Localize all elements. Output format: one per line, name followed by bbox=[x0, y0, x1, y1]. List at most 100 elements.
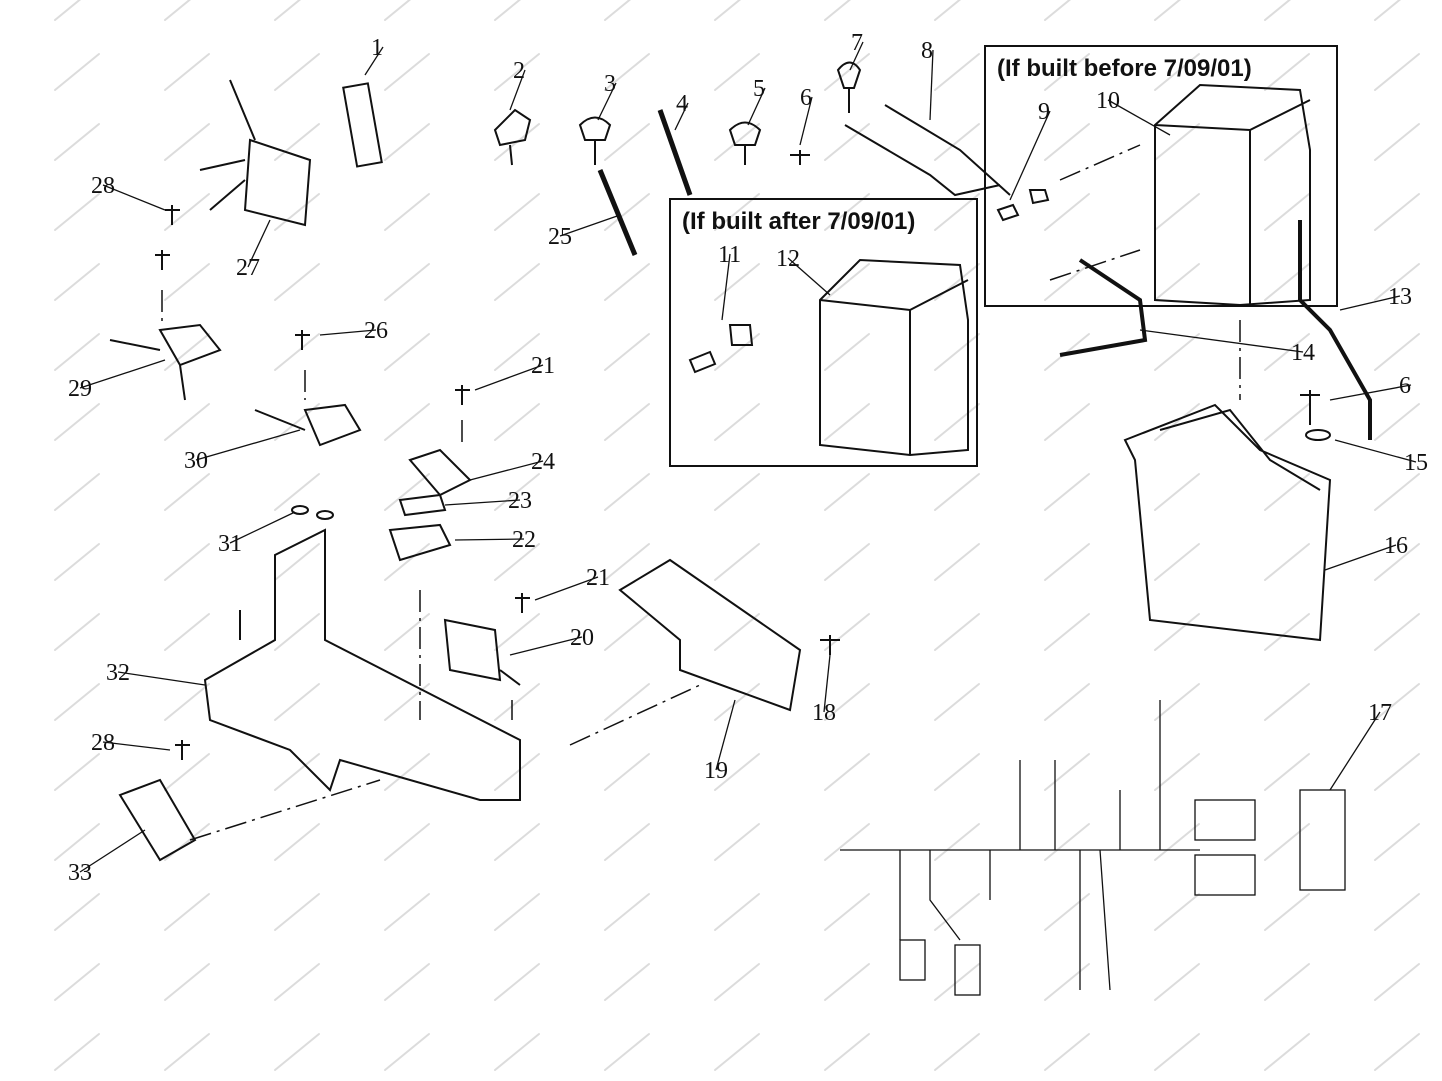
watermark-mark bbox=[1374, 333, 1420, 371]
watermark-mark bbox=[604, 683, 650, 721]
watermark-mark bbox=[164, 53, 210, 91]
callout-number: 16 bbox=[1384, 533, 1408, 559]
watermark-mark bbox=[1374, 193, 1420, 231]
watermark-mark bbox=[54, 1033, 100, 1071]
watermark-mark bbox=[714, 263, 760, 301]
watermark-mark bbox=[934, 543, 980, 581]
watermark-mark bbox=[1374, 893, 1420, 931]
watermark-mark bbox=[1374, 543, 1420, 581]
part-20-solenoid bbox=[443, 618, 521, 686]
callout-number: 4 bbox=[676, 91, 688, 117]
part-3-clamp bbox=[578, 116, 612, 165]
leader-line bbox=[1329, 384, 1412, 401]
watermark-mark bbox=[54, 683, 100, 721]
leader-line bbox=[787, 257, 831, 296]
leader-line bbox=[454, 538, 525, 541]
watermark-mark bbox=[1264, 0, 1292, 21]
leader-line bbox=[674, 102, 689, 131]
watermark-mark bbox=[274, 893, 320, 931]
watermark-mark bbox=[54, 543, 100, 581]
watermark-mark bbox=[1154, 403, 1200, 441]
watermark-mark bbox=[1044, 473, 1090, 511]
watermark-mark bbox=[1264, 753, 1310, 791]
watermark-mark bbox=[714, 823, 760, 861]
watermark-mark bbox=[1154, 613, 1200, 651]
watermark-mark bbox=[164, 0, 192, 21]
part-6-bolt bbox=[790, 150, 810, 165]
watermark-mark bbox=[274, 53, 320, 91]
watermark-mark bbox=[1374, 823, 1420, 861]
callout-number: 26 bbox=[364, 318, 388, 344]
watermark-mark bbox=[54, 963, 100, 1001]
watermark-mark bbox=[1374, 403, 1420, 441]
part-1-label-plate bbox=[342, 82, 383, 168]
watermark-mark bbox=[1264, 543, 1310, 581]
watermark-mark bbox=[934, 753, 980, 791]
watermark-mark bbox=[164, 753, 210, 791]
callout-number: 21 bbox=[586, 565, 610, 591]
leader-line bbox=[1324, 544, 1397, 571]
callout-number: 31 bbox=[218, 531, 242, 557]
watermark-mark bbox=[274, 333, 320, 371]
watermark-mark bbox=[494, 543, 540, 581]
watermark-mark bbox=[604, 473, 650, 511]
watermark-mark bbox=[604, 963, 650, 1001]
watermark-mark bbox=[604, 193, 650, 231]
watermark-mark bbox=[384, 823, 430, 861]
harness-connector bbox=[1299, 789, 1346, 891]
box-built-after: (If built after 7/09/01) bbox=[669, 198, 978, 467]
watermark-mark bbox=[934, 613, 980, 651]
watermark-mark bbox=[384, 543, 430, 581]
watermark-mark bbox=[494, 53, 540, 91]
watermark-mark bbox=[164, 333, 210, 371]
watermark-mark bbox=[1044, 193, 1090, 231]
part-4-strap bbox=[657, 109, 693, 196]
watermark-mark bbox=[1154, 963, 1200, 1001]
watermark-mark bbox=[54, 53, 100, 91]
watermark-mark bbox=[824, 53, 870, 91]
callout-number: 7 bbox=[851, 30, 863, 56]
watermark-mark bbox=[604, 543, 650, 581]
watermark-mark bbox=[1374, 753, 1420, 791]
leader-line bbox=[534, 576, 599, 601]
watermark-mark bbox=[274, 193, 320, 231]
watermark-mark bbox=[604, 333, 650, 371]
watermark-mark bbox=[1154, 53, 1200, 91]
watermark-mark bbox=[274, 543, 320, 581]
leader-line bbox=[559, 214, 621, 237]
watermark-mark bbox=[274, 753, 320, 791]
watermark-mark bbox=[54, 823, 100, 861]
watermark-mark bbox=[1044, 963, 1090, 1001]
watermark-mark bbox=[714, 753, 760, 791]
callout-number: 6 bbox=[1399, 373, 1411, 399]
part-23-pad bbox=[398, 493, 447, 517]
watermark-mark bbox=[714, 543, 760, 581]
watermark-mark bbox=[934, 1033, 980, 1071]
leader-line bbox=[469, 460, 544, 481]
watermark-mark bbox=[1374, 0, 1402, 21]
callout-number: 30 bbox=[184, 448, 208, 474]
callout-number: 21 bbox=[531, 353, 555, 379]
part-11-hardware bbox=[688, 324, 754, 374]
leader-line bbox=[79, 829, 146, 873]
watermark-mark bbox=[494, 1033, 540, 1071]
leader-line bbox=[102, 741, 171, 751]
watermark-mark bbox=[1154, 1033, 1200, 1071]
callout-number: 6 bbox=[800, 85, 812, 111]
watermark-mark bbox=[1374, 683, 1420, 721]
part-13-vent-tube bbox=[1298, 220, 1372, 440]
watermark-mark bbox=[1264, 1033, 1310, 1071]
watermark-mark bbox=[1154, 473, 1200, 511]
watermark-mark bbox=[1044, 53, 1090, 91]
watermark-mark bbox=[494, 753, 540, 791]
watermark-mark bbox=[1154, 543, 1200, 581]
watermark-mark bbox=[604, 0, 632, 21]
watermark-mark bbox=[384, 0, 412, 21]
leader-line bbox=[509, 69, 526, 111]
watermark-mark bbox=[1154, 123, 1200, 161]
leader-line bbox=[799, 96, 813, 146]
part-2-clip bbox=[493, 108, 532, 166]
part-18-bolt bbox=[820, 635, 840, 655]
leader-line bbox=[102, 184, 166, 211]
leader-line bbox=[364, 46, 384, 76]
